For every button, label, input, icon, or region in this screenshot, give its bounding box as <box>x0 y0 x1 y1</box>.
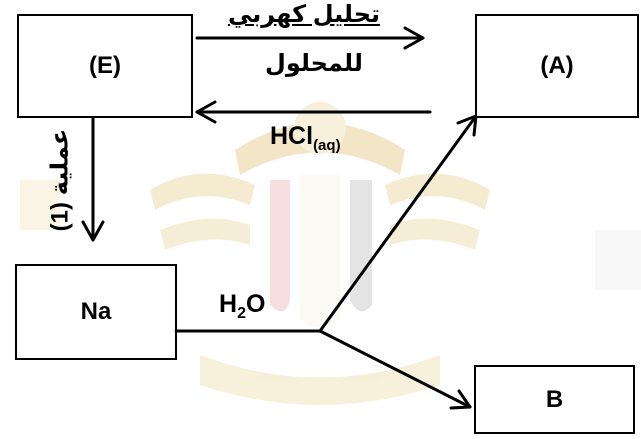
process-arrowhead <box>81 220 105 242</box>
electrolysis-label-line2: للمحلول <box>265 50 363 77</box>
hcl-label: HCl(aq) <box>270 122 341 154</box>
box-na: Na <box>15 264 177 360</box>
box-e-label: (E) <box>89 52 121 79</box>
branch-to-a-arrow <box>318 114 478 333</box>
electrolysis-label-line1: تحليل كهربي <box>228 1 381 28</box>
water-label: H2O <box>219 290 266 322</box>
branch-to-b-arrowhead <box>449 389 472 410</box>
box-a: (A) <box>475 14 639 118</box>
box-na-label: Na <box>80 298 112 325</box>
process-label: عملية (1) <box>46 128 74 232</box>
box-e: (E) <box>17 14 193 118</box>
box-a-label: (A) <box>540 52 574 79</box>
hcl-arrowhead <box>195 100 217 124</box>
box-b-label: B <box>545 385 564 413</box>
branch-to-b-arrow <box>318 329 472 409</box>
box-b: B <box>474 365 635 434</box>
electrolysis-arrowhead <box>403 26 425 50</box>
